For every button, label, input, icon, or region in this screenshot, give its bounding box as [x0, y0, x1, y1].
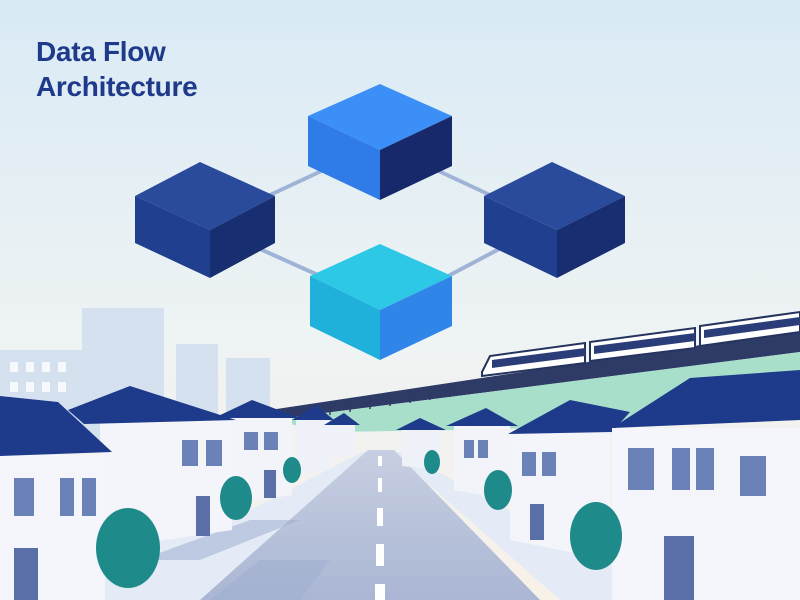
left-trees	[96, 457, 301, 588]
skyline-windows	[10, 362, 66, 392]
title: Data Flow Architecture	[36, 36, 198, 102]
block-top	[308, 84, 452, 200]
block-left	[135, 162, 275, 278]
right-trees	[424, 450, 622, 570]
block-right	[484, 162, 625, 278]
crosswalk-shadows	[140, 520, 330, 600]
block-bottom	[310, 244, 452, 360]
elevated-railway	[270, 330, 800, 420]
train	[481, 310, 800, 378]
road-markings	[375, 456, 385, 600]
